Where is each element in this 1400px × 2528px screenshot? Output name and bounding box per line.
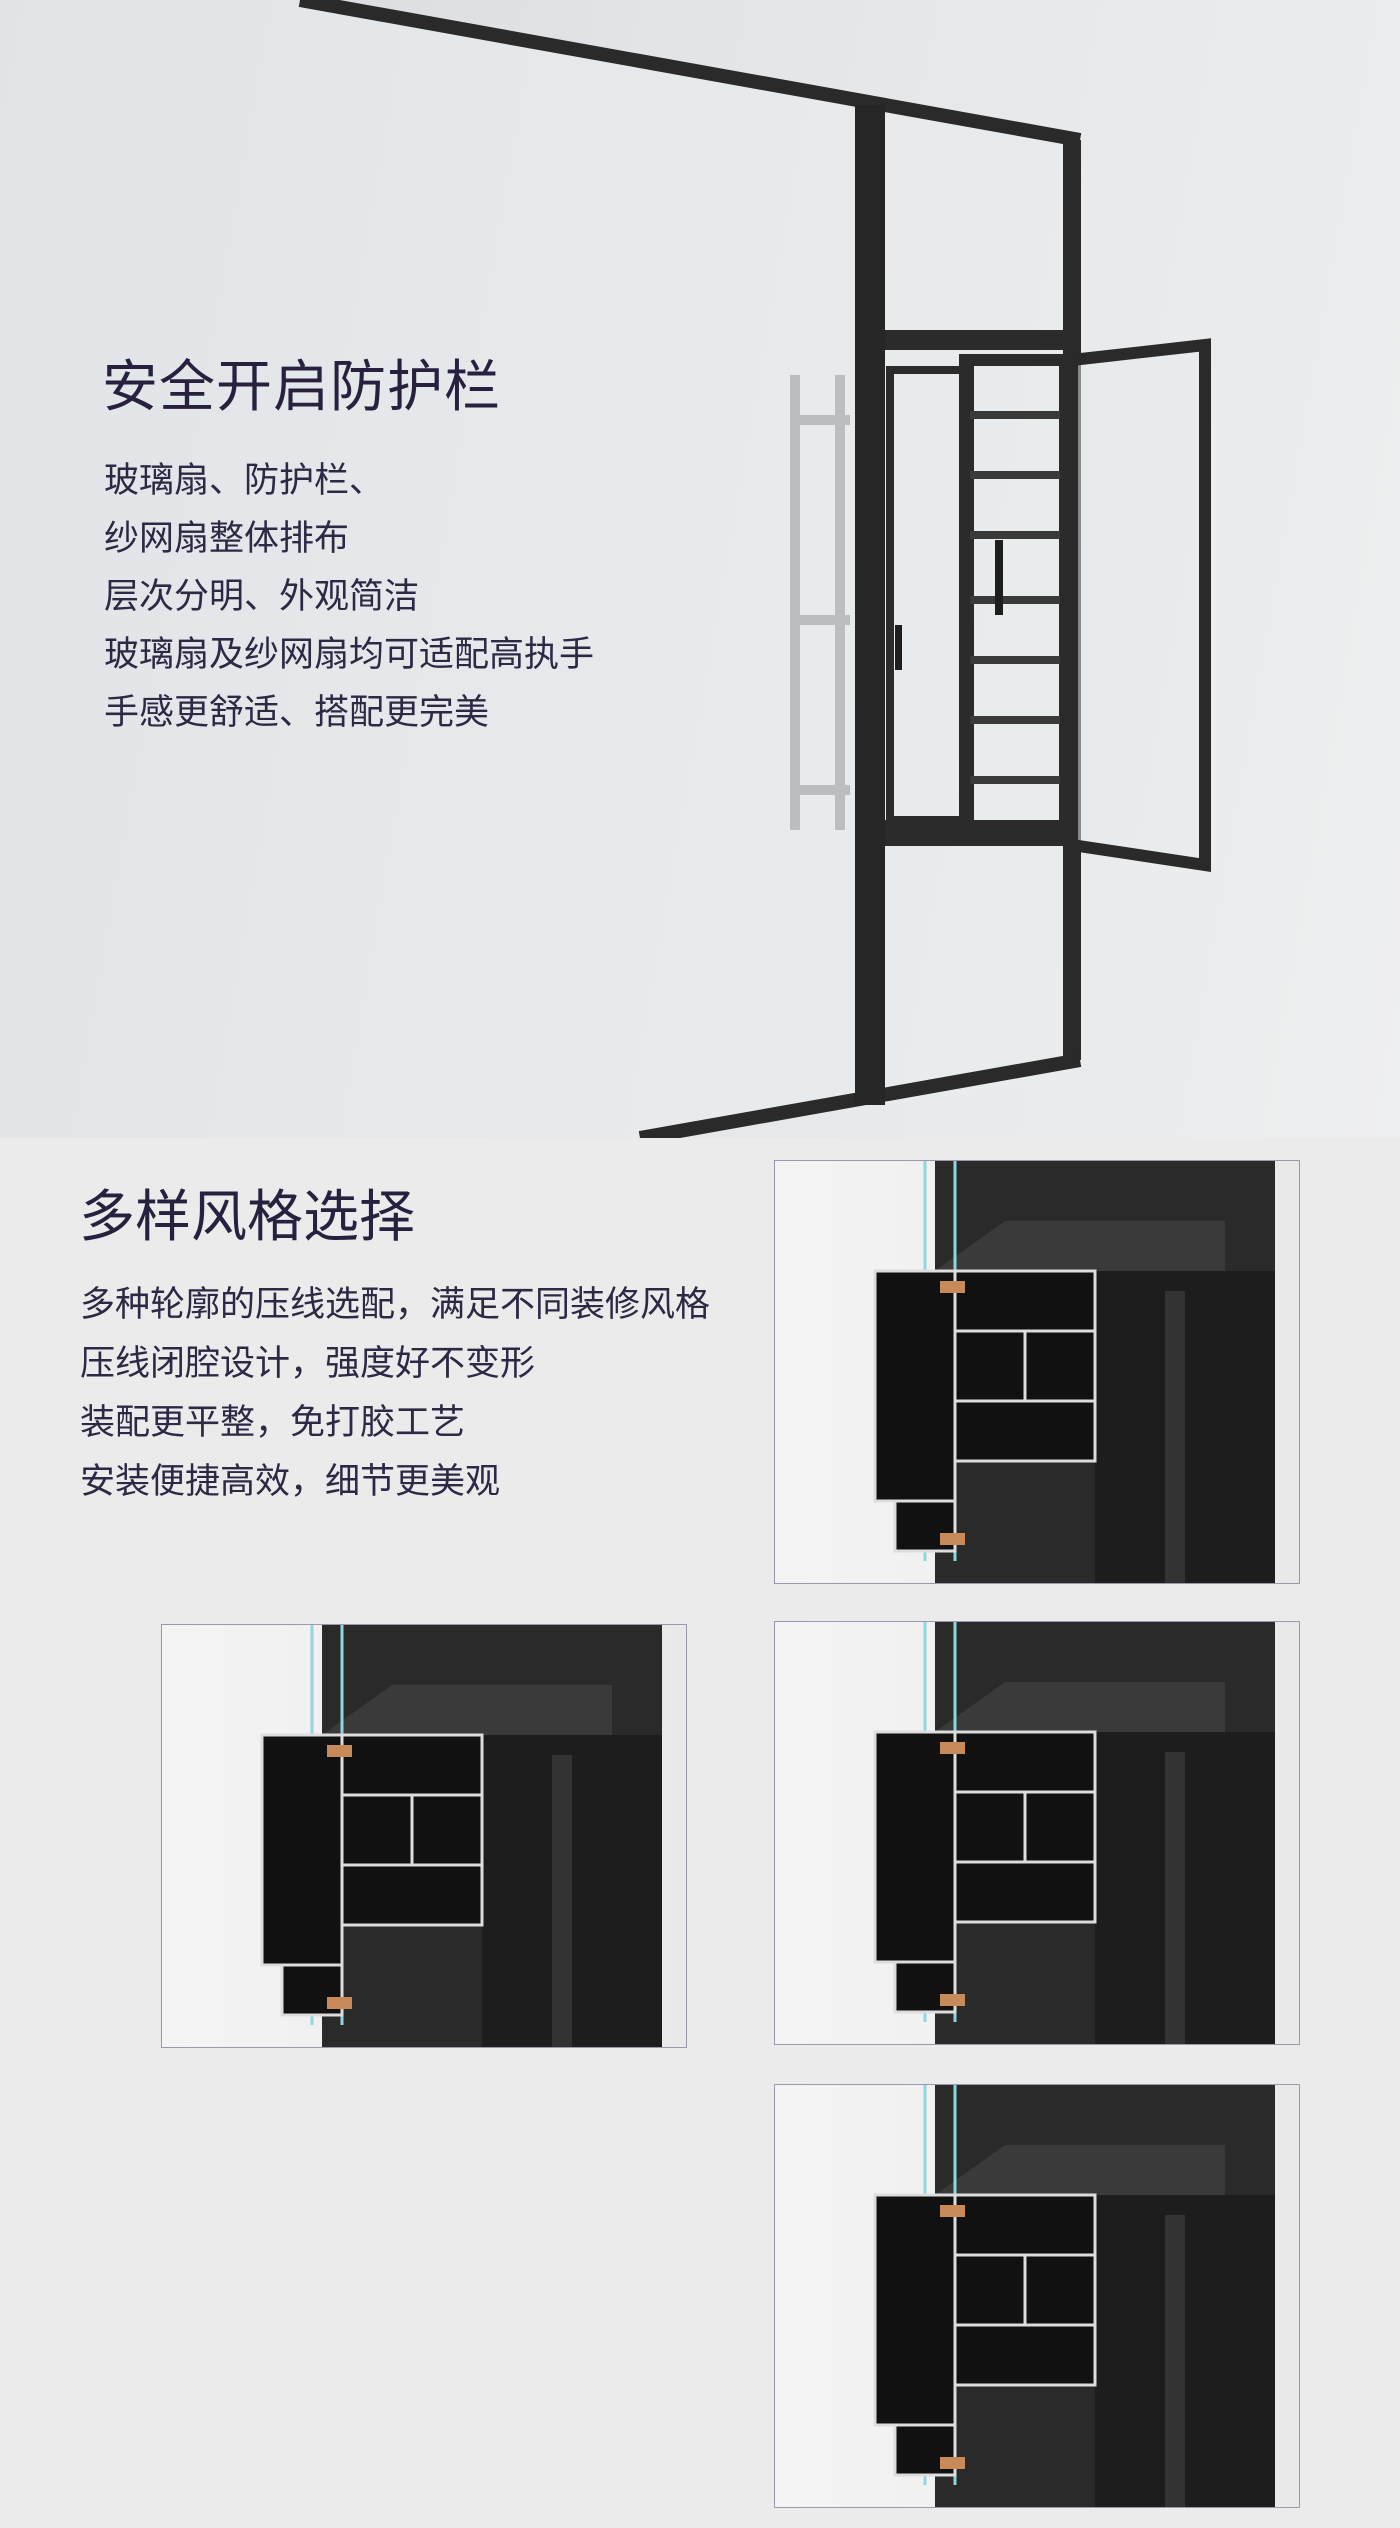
- section1-line: 玻璃扇、防护栏、: [104, 461, 385, 501]
- section1-line: 手感更舒适、搭配更完美: [104, 693, 490, 733]
- hero-section: 安全开启防护栏 玻璃扇、防护栏、 纱网扇整体排布 层次分明、外观简洁 玻璃扇及纱…: [0, 0, 1400, 1138]
- profile-image-3: [774, 1621, 1300, 2045]
- section1-line: 玻璃扇及纱网扇均可适配高执手: [104, 635, 595, 675]
- profile-image-1: [774, 1160, 1300, 1584]
- section2-title: 多样风格选择: [79, 1185, 415, 1250]
- section2-line: 装配更平整，免打胶工艺: [80, 1403, 466, 1443]
- section1-line: 层次分明、外观简洁: [104, 577, 420, 617]
- section1-description: 玻璃扇、防护栏、 纱网扇整体排布 层次分明、外观简洁 玻璃扇及纱网扇均可适配高执…: [104, 452, 594, 742]
- profile-image-4: [774, 2084, 1300, 2508]
- section2-line: 压线闭腔设计，强度好不变形: [80, 1344, 536, 1384]
- window-door-illustration: [0, 0, 1211, 1138]
- section1-line: 纱网扇整体排布: [104, 519, 350, 559]
- profile-image-2: [161, 1624, 687, 2048]
- section2-line: 安装便捷高效，细节更美观: [80, 1462, 501, 1502]
- section2-description: 多种轮廓的压线选配，满足不同装修风格 压线闭腔设计，强度好不变形 装配更平整，免…: [80, 1276, 710, 1512]
- section2-line: 多种轮廓的压线选配，满足不同装修风格: [80, 1285, 711, 1325]
- section1-title: 安全开启防护栏: [102, 355, 501, 420]
